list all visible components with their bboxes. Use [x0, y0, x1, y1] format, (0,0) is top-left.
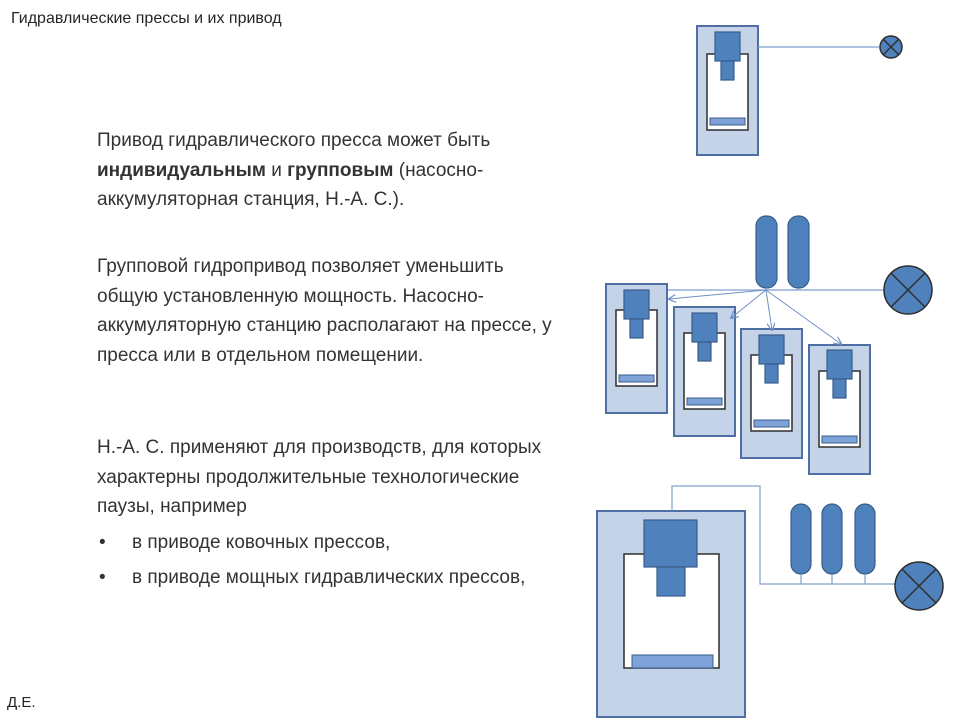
paragraph1-part2: и [265, 159, 288, 181]
press-ram [629, 318, 644, 339]
press-ram [656, 566, 686, 597]
pump-motor-icon [879, 35, 903, 59]
accumulator-group [755, 215, 810, 289]
press-ram [720, 60, 735, 81]
group-press [808, 344, 871, 475]
paragraph1-part3: (насосно-аккумуляторная станция, Н.-А. С… [97, 159, 484, 211]
group-press [740, 328, 803, 459]
press-ram [697, 341, 712, 362]
bullet-marker: • [99, 531, 106, 553]
press-anvil [686, 397, 723, 406]
press-ram [764, 363, 779, 384]
bullet-marker: • [99, 567, 106, 588]
group-press [673, 306, 736, 437]
paragraph-station-use: Н.-А. С. применяют для производств, для … [97, 433, 567, 593]
author-initials: Д.Е. [7, 694, 36, 711]
accumulator-cylinder [755, 215, 778, 289]
accumulator-cylinder [790, 503, 812, 575]
press-cylinder [623, 289, 650, 320]
paragraph1-bold-group: групповым [287, 159, 394, 181]
heavy-press [596, 510, 746, 718]
press-cylinder [758, 334, 785, 365]
press-cylinder [714, 31, 741, 62]
pump-motor-icon [883, 265, 933, 315]
slide-title: Гидравлические прессы и их привод [11, 10, 282, 27]
press-anvil [618, 374, 655, 383]
supply-arrow [731, 289, 767, 318]
bullet-item: • в приводе мощных гидравлических прессов… [97, 563, 567, 593]
press-cylinder [826, 349, 853, 380]
accumulator-group [790, 503, 876, 575]
group-press [605, 283, 668, 414]
pressure-main-line [671, 485, 895, 585]
paragraph1-part1: Привод гидравлического пресса может быть [97, 130, 491, 151]
bullet-list: • в приводе ковочных прессов, • в приводе … [97, 528, 567, 593]
pump-motor-icon [894, 561, 944, 611]
press-anvil [821, 435, 858, 444]
supply-arrow [765, 289, 772, 330]
paragraph1-bold-individual: индивидуальным [97, 159, 266, 181]
accumulator-cylinder [821, 503, 843, 575]
supply-arrow [765, 289, 841, 344]
bullet-text: в приводе мощных гидравлических прессов, [132, 567, 526, 588]
paragraph-group-drive: Групповой гидропривод позволяет уменьшит… [97, 256, 552, 366]
individual-press [696, 25, 759, 156]
press-ram [832, 378, 847, 399]
bullet-item: • в приводе ковочных прессов, [97, 528, 567, 558]
bullet-text: в приводе ковочных прессов, [132, 531, 391, 553]
supply-arrow [669, 289, 767, 299]
press-cylinder [643, 519, 698, 568]
accumulator-cylinder [787, 215, 810, 289]
accumulator-cylinder [854, 503, 876, 575]
press-cylinder [691, 312, 718, 343]
press-anvil [753, 419, 790, 428]
paragraph-drive-types: Привод гидравлического пресса может быть… [97, 126, 567, 215]
press-anvil [709, 117, 746, 126]
press-anvil [631, 654, 714, 669]
paragraph3-text: Н.-А. С. применяют для производств, для … [97, 437, 542, 517]
